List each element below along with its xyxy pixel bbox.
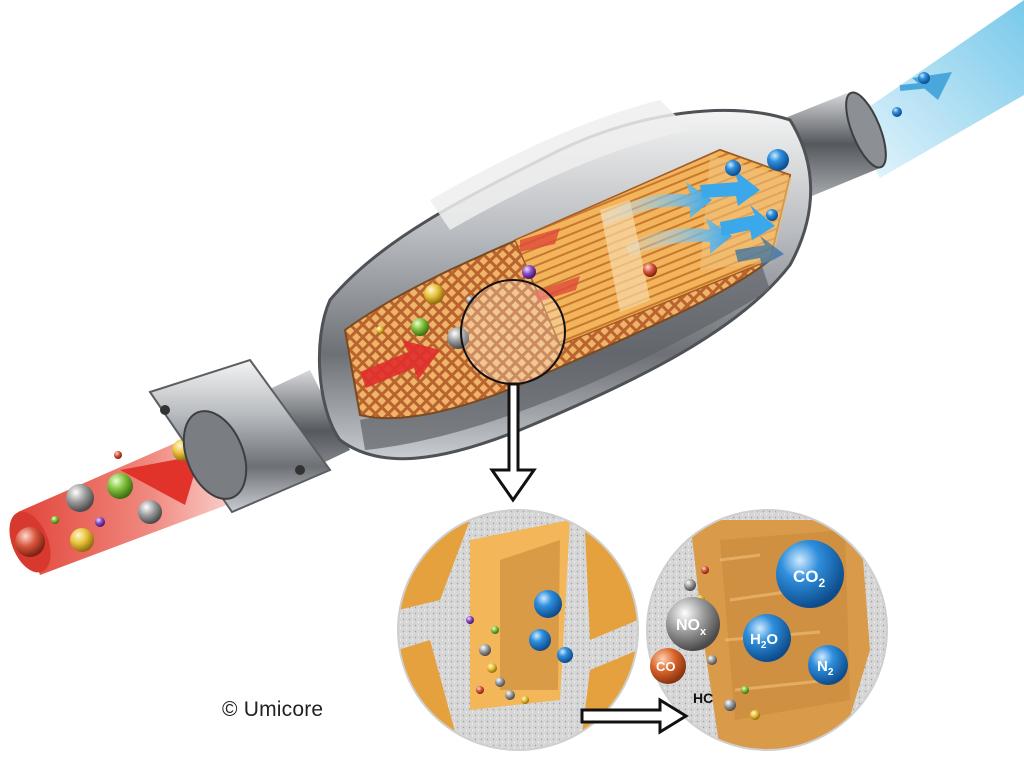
h2o-label: H2O [750, 631, 778, 651]
co-molecule [650, 648, 686, 684]
copyright-credit: © Umicore [222, 698, 324, 721]
outlet-gas-stream [850, 0, 1024, 178]
h2o-molecule [743, 614, 791, 662]
inlet-gas-stream [9, 430, 240, 575]
detail-reaction-surface: CO2 NOx H2O N2 CO HC [646, 509, 888, 751]
hc-label: HC [693, 690, 713, 706]
transition-arrow [580, 697, 689, 735]
converter-housing [148, 91, 887, 514]
n2-molecule [808, 645, 848, 685]
co2-molecule [776, 540, 844, 608]
co-label: CO [656, 659, 676, 674]
co2-label: CO2 [793, 567, 826, 590]
nox-molecule [666, 597, 720, 651]
n2-label: N2 [817, 658, 834, 678]
nox-label: NOx [676, 617, 707, 638]
